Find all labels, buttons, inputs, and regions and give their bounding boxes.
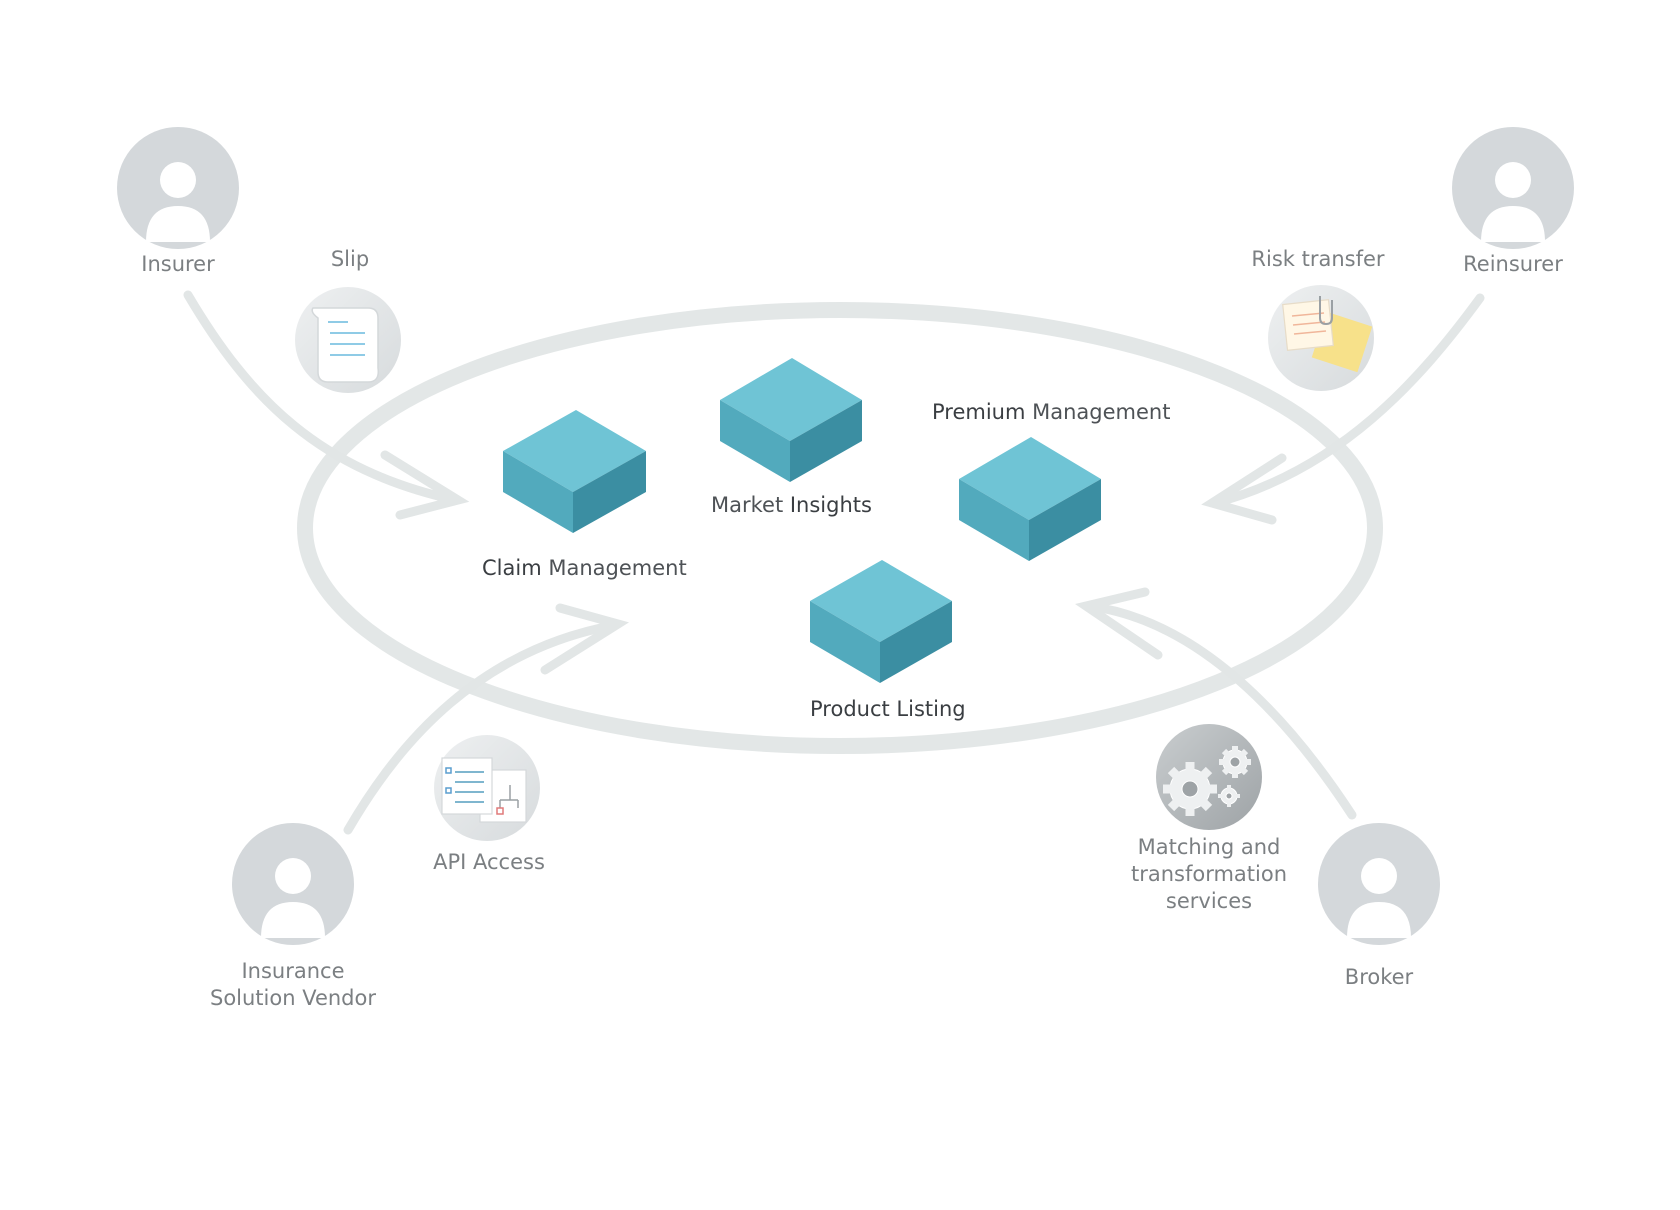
product-listing-label-strong: Product Listing	[810, 697, 966, 721]
reinsurer-arrowhead	[1201, 453, 1287, 525]
market-insights-cube	[720, 358, 862, 482]
reinsurer-avatar	[1452, 127, 1574, 249]
slip-label: Slip	[330, 247, 370, 271]
premium-management-label: Premium Management	[932, 400, 1170, 424]
insurer-arrowhead	[380, 450, 470, 520]
matching-services-label: Matching and transformation services	[1130, 835, 1288, 913]
reinsurer-arrow	[1210, 293, 1485, 508]
scroll-icon	[295, 287, 401, 393]
api-access-label: API Access	[433, 850, 545, 874]
market-insights-label-rest: Insights	[783, 493, 872, 517]
insurer-label: Insurer	[141, 252, 215, 276]
broker-avatar	[1318, 823, 1440, 945]
reinsurer-label: Reinsurer	[1463, 252, 1563, 276]
broker-label: Broker	[1344, 965, 1414, 989]
claim-management-label-strong: Claim	[482, 556, 542, 580]
premium-management-cube	[959, 437, 1101, 561]
gears-icon	[1156, 724, 1262, 830]
sticky-notes-icon	[1268, 285, 1374, 391]
risk-transfer-label: Risk transfer	[1251, 247, 1385, 271]
claim-management-cube	[503, 410, 646, 533]
premium-management-label-rest: Management	[1025, 400, 1171, 424]
broker-arrowhead	[1075, 587, 1163, 660]
market-insights-label-strong: Market	[711, 493, 784, 517]
premium-management-label-strong: Premium	[932, 400, 1026, 424]
claim-management-label-rest: Management	[541, 556, 687, 580]
product-listing-label: Product Listing	[810, 697, 966, 721]
api-document-icon	[434, 735, 540, 841]
vendor-arrowhead	[540, 603, 630, 675]
platform-ring	[297, 302, 1383, 754]
insurer-arrow	[183, 290, 460, 505]
vendor-label: Insurance Solution Vendor	[209, 959, 376, 1010]
vendor-arrow	[343, 620, 620, 835]
vendor-avatar	[232, 823, 354, 945]
market-insights-label: Market Insights	[711, 493, 872, 517]
insurer-avatar	[117, 127, 239, 249]
product-listing-cube	[810, 560, 952, 683]
claim-management-label: Claim Management	[482, 556, 687, 580]
broker-arrow	[1083, 601, 1357, 820]
